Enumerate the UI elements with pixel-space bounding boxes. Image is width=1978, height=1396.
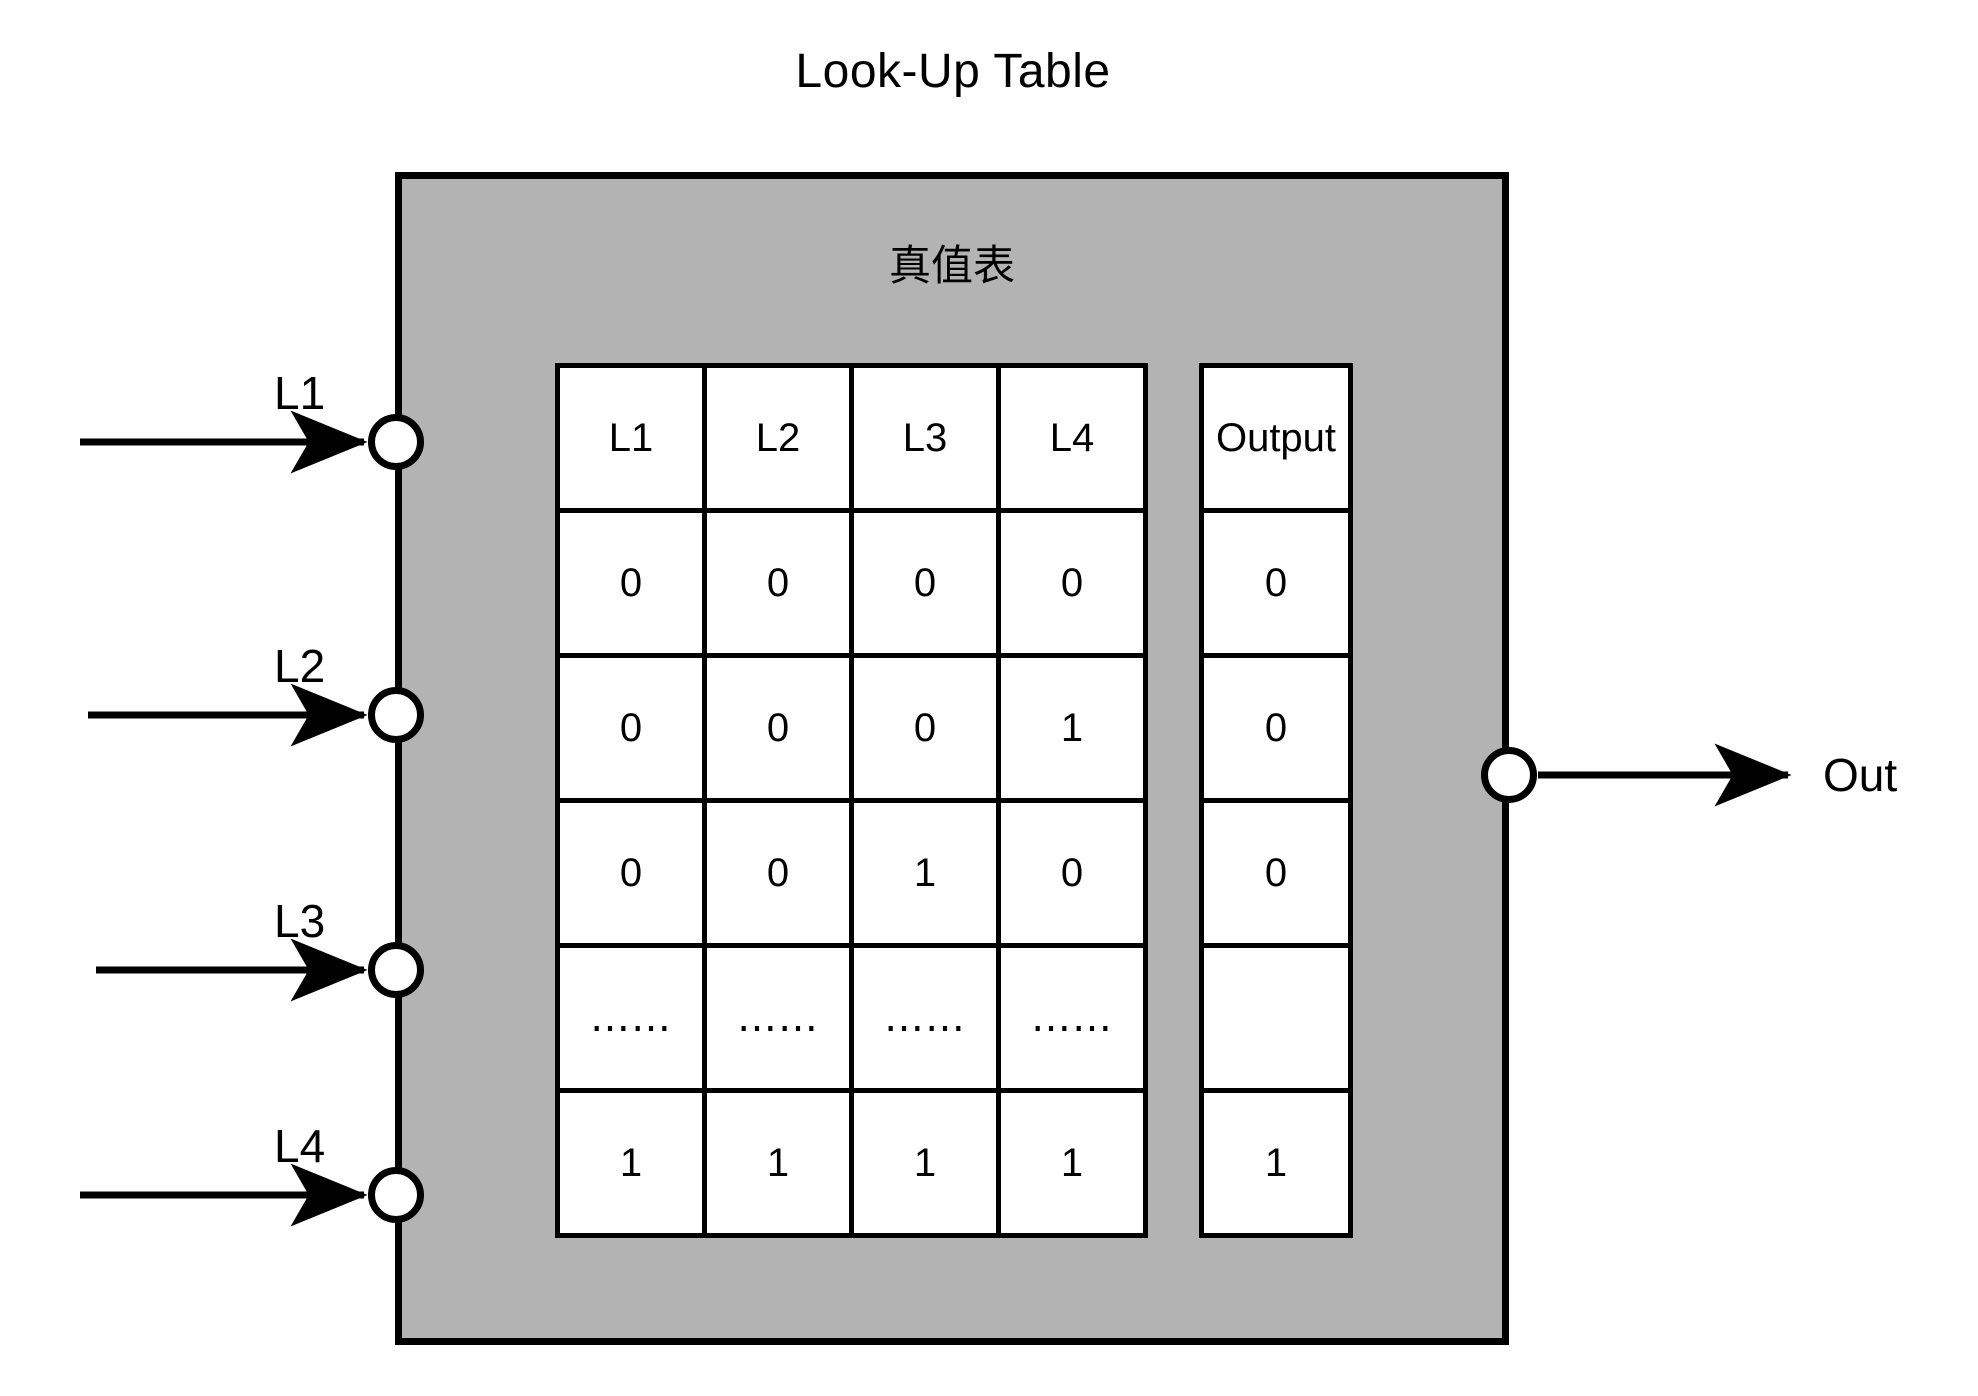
table-cell: 1 — [1001, 1093, 1143, 1233]
table-cell: 0 — [854, 513, 996, 653]
table-cell: 0 — [1001, 803, 1143, 943]
table-cell: 0 — [1204, 513, 1348, 653]
table-cell: 0 — [707, 803, 849, 943]
table-cell: 0 — [1204, 803, 1348, 943]
truth-table-column-l2: L2 0 0 0 …… 1 — [707, 368, 849, 1233]
truth-table-input-grid: L1 0 0 0 …… 1 L2 0 0 0 …… 1 L3 0 0 1 …… — [555, 363, 1148, 1238]
column-header: L1 — [560, 368, 702, 508]
table-cell: 1 — [1001, 658, 1143, 798]
table-cell: 0 — [1204, 658, 1348, 798]
input-port-l1[interactable] — [368, 414, 424, 470]
column-header: L4 — [1001, 368, 1143, 508]
column-header: Output — [1204, 368, 1348, 508]
column-header: L3 — [854, 368, 996, 508]
table-cell: 0 — [707, 658, 849, 798]
table-cell: …… — [854, 948, 996, 1088]
column-header: L2 — [707, 368, 849, 508]
table-cell: …… — [560, 948, 702, 1088]
table-cell: 0 — [707, 513, 849, 653]
input-port-l2[interactable] — [368, 687, 424, 743]
output-label-out: Out — [1823, 749, 1898, 801]
input-port-l3[interactable] — [368, 942, 424, 998]
truth-table: L1 0 0 0 …… 1 L2 0 0 0 …… 1 L3 0 0 1 …… — [555, 363, 1353, 1238]
table-cell: 0 — [1001, 513, 1143, 653]
table-cell: …… — [1001, 948, 1143, 1088]
table-cell — [1204, 948, 1348, 1088]
table-cell: 1 — [707, 1093, 849, 1233]
truth-table-column-l4: L4 0 1 0 …… 1 — [1001, 368, 1143, 1233]
truth-table-column-l1: L1 0 0 0 …… 1 — [560, 368, 702, 1233]
table-cell: 0 — [560, 513, 702, 653]
truth-table-subtitle: 真值表 — [888, 241, 1015, 290]
input-label-l2: L2 — [274, 640, 326, 692]
table-cell: 1 — [854, 1093, 996, 1233]
input-label-l3: L3 — [274, 895, 326, 947]
truth-table-output-grid: Output 0 0 0 1 — [1199, 363, 1353, 1238]
table-cell: 1 — [1204, 1093, 1348, 1233]
input-port-l4[interactable] — [368, 1167, 424, 1223]
table-cell: 1 — [854, 803, 996, 943]
page-title: Look-Up Table — [795, 45, 1111, 98]
truth-table-column-l3: L3 0 0 1 …… 1 — [854, 368, 996, 1233]
table-cell: 0 — [560, 658, 702, 798]
input-label-l1: L1 — [274, 367, 326, 419]
table-cell: …… — [707, 948, 849, 1088]
table-cell: 0 — [560, 803, 702, 943]
table-cell: 0 — [854, 658, 996, 798]
input-label-l4: L4 — [274, 1120, 326, 1172]
output-port-out[interactable] — [1481, 747, 1537, 803]
table-cell: 1 — [560, 1093, 702, 1233]
